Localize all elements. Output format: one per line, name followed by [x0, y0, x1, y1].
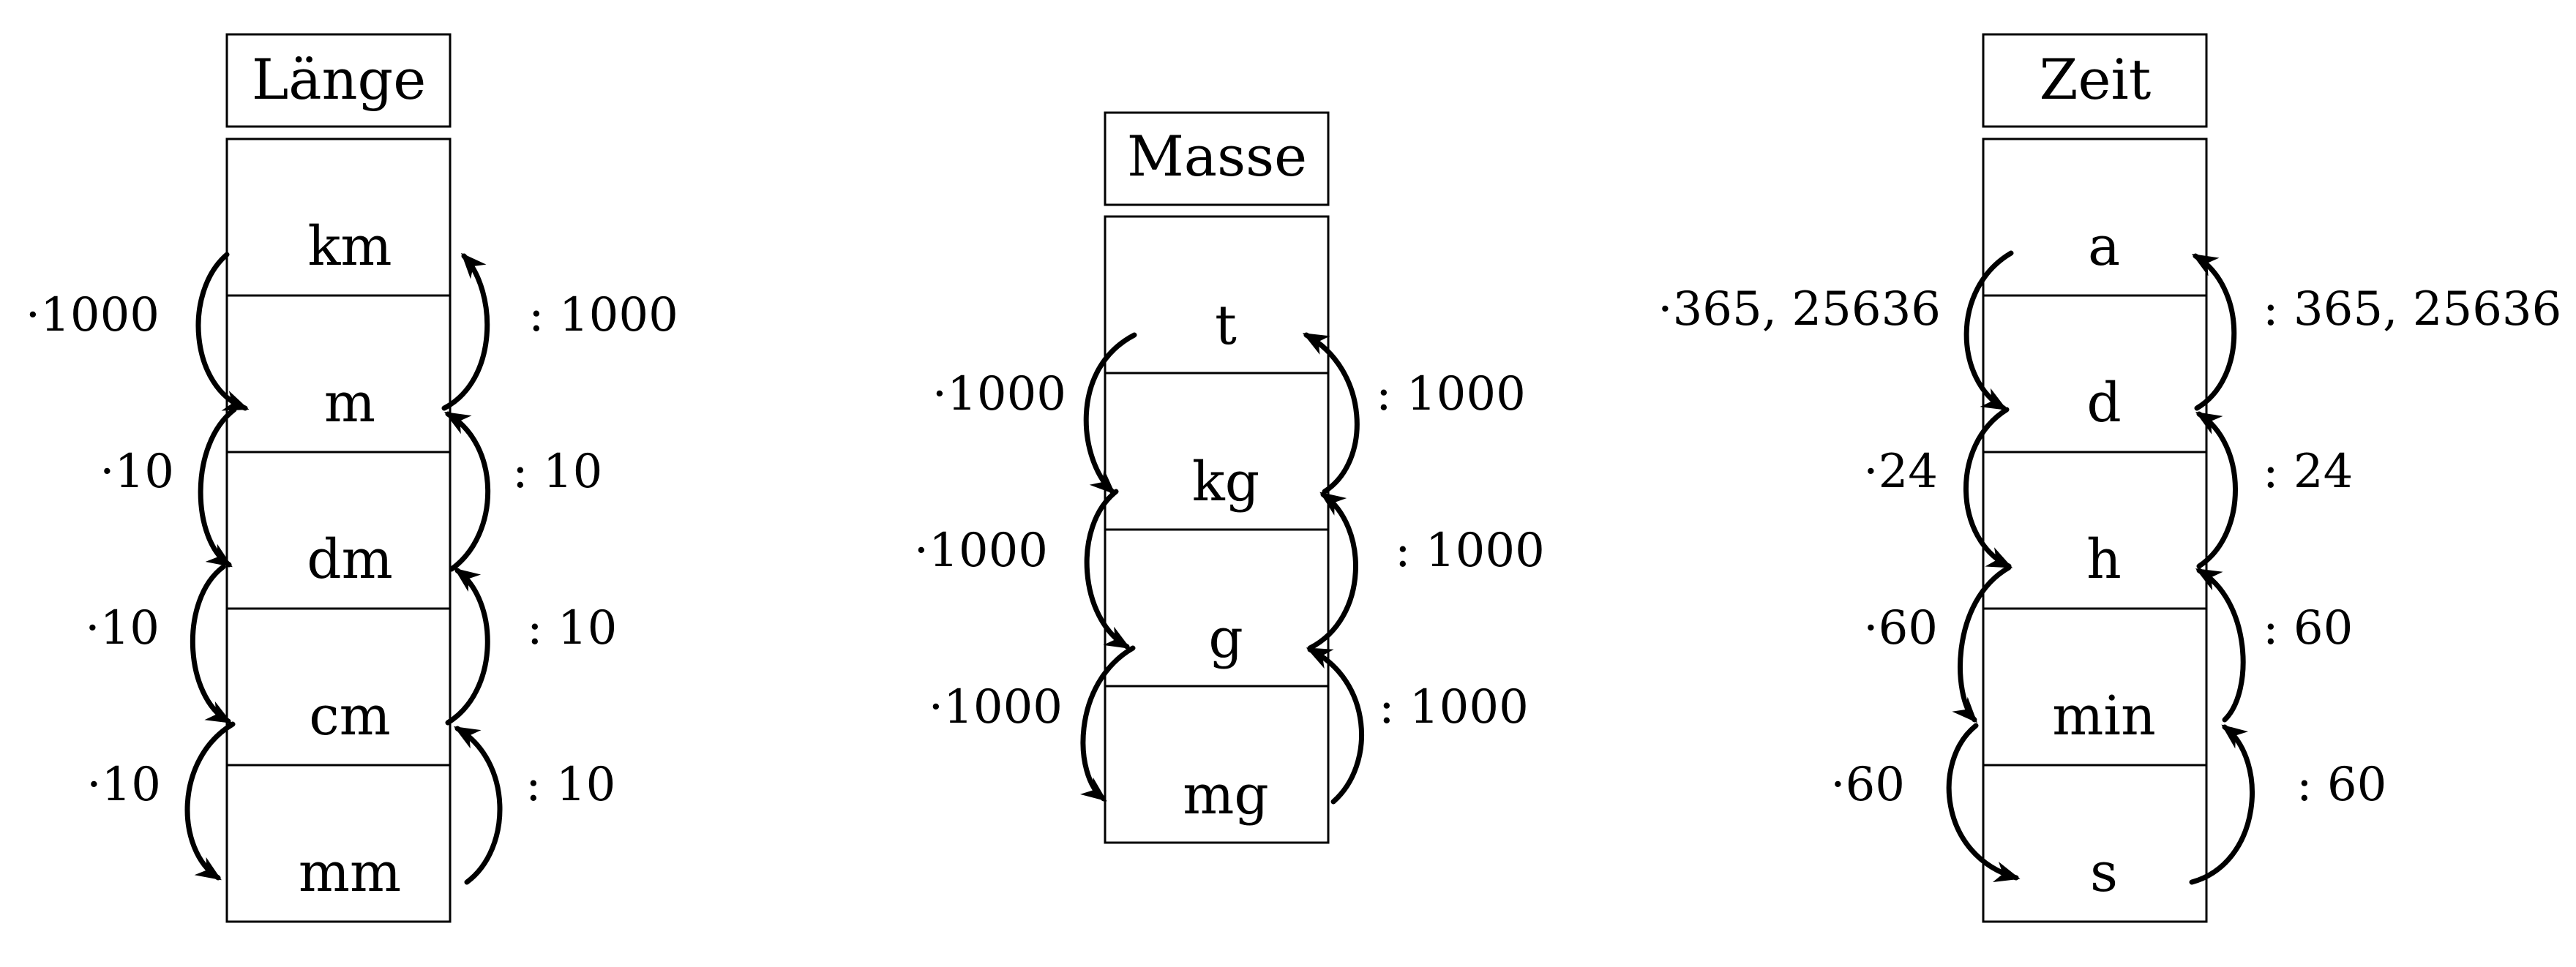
multiply-arrow: [1084, 489, 1131, 650]
unit-a: a: [2088, 215, 2120, 278]
multiply-label: ·60: [1830, 758, 1905, 812]
multiply-arrow: [195, 252, 250, 411]
unit-mg: mg: [1183, 764, 1269, 827]
divide-label: : 365, 25636: [2263, 282, 2561, 336]
multiply-label: ·365, 25636: [1658, 282, 1941, 336]
divide-label: : 24: [2263, 445, 2353, 499]
multiply-arrow: [190, 564, 233, 724]
divide-arrow: [1307, 492, 1358, 651]
column-title-laenge: Länge: [252, 47, 426, 112]
column-laenge: Länge km m dm cm mm ·1000 ·10 ·10 ·10 : …: [26, 33, 678, 923]
unit-cm: cm: [309, 685, 391, 748]
multiply-label: ·10: [100, 445, 174, 499]
multiply-arrow: [1079, 645, 1136, 802]
multiply-arrow: [1963, 407, 2013, 569]
divide-arrow: [445, 568, 490, 726]
divide-arrow: [2195, 411, 2238, 569]
divide-arrow: [443, 411, 491, 572]
divide-arrow: [1302, 332, 1360, 494]
divide-label: : 10: [527, 601, 617, 655]
divide-label: : 10: [512, 445, 602, 499]
multiply-arrow: [198, 407, 237, 568]
multiply-label: ·1000: [929, 680, 1063, 734]
title-box-masse: [1104, 111, 1330, 206]
unit-h: h: [2086, 528, 2122, 591]
unit-t: t: [1215, 294, 1237, 357]
multiply-label: ·10: [86, 758, 161, 812]
multiply-arrow: [1946, 723, 2021, 882]
unit-table-zeit: [1982, 138, 2208, 923]
column-title-masse: Masse: [1127, 124, 1307, 189]
unit-km: km: [307, 215, 392, 278]
multiply-label: ·1000: [26, 288, 160, 342]
unit-d: d: [2086, 372, 2121, 434]
multiply-arrow: [184, 721, 236, 881]
divide-label: : 60: [2263, 601, 2353, 655]
unit-g: g: [1208, 607, 1243, 670]
unit-m: m: [324, 372, 375, 434]
multiply-arrow: [1952, 565, 2012, 723]
divide-label: : 1000: [1395, 524, 1545, 578]
unit-mm: mm: [299, 841, 401, 904]
divide-arrow: [2192, 253, 2237, 411]
unit-dm: dm: [307, 528, 393, 591]
unit-s: s: [2090, 841, 2118, 904]
unit-min: min: [2052, 685, 2156, 748]
column-masse: Masse t kg g mg ·1000 ·1000 ·1000 : 1000…: [914, 111, 1545, 844]
title-box-zeit: [1982, 33, 2208, 128]
multiply-arrow: [1083, 332, 1137, 494]
multiply-label: ·24: [1863, 445, 1938, 499]
divide-arrow: [1306, 647, 1364, 805]
multiply-label: ·60: [1863, 601, 1938, 655]
divide-arrow: [2189, 724, 2255, 885]
column-title-zeit: Zeit: [2040, 47, 2152, 112]
title-box-laenge: [225, 33, 452, 128]
unit-table-laenge: [225, 138, 452, 923]
multiply-arrow: [1963, 250, 2014, 411]
divide-arrow: [2195, 568, 2246, 723]
divide-label: : 1000: [528, 288, 678, 342]
divide-arrow: [441, 252, 490, 411]
divide-label: : 60: [2296, 758, 2386, 812]
unit-kg: kg: [1192, 451, 1259, 513]
divide-label: : 10: [525, 758, 615, 812]
column-zeit: Zeit a d h min s ·365, 25636 ·24 ·60 ·60…: [1658, 33, 2561, 923]
divide-label: : 1000: [1376, 367, 1526, 421]
multiply-label: ·10: [85, 601, 160, 655]
multiply-label: ·1000: [914, 524, 1048, 578]
divide-arrow: [453, 726, 503, 885]
divide-label: : 1000: [1379, 680, 1529, 734]
multiply-label: ·1000: [932, 367, 1066, 421]
